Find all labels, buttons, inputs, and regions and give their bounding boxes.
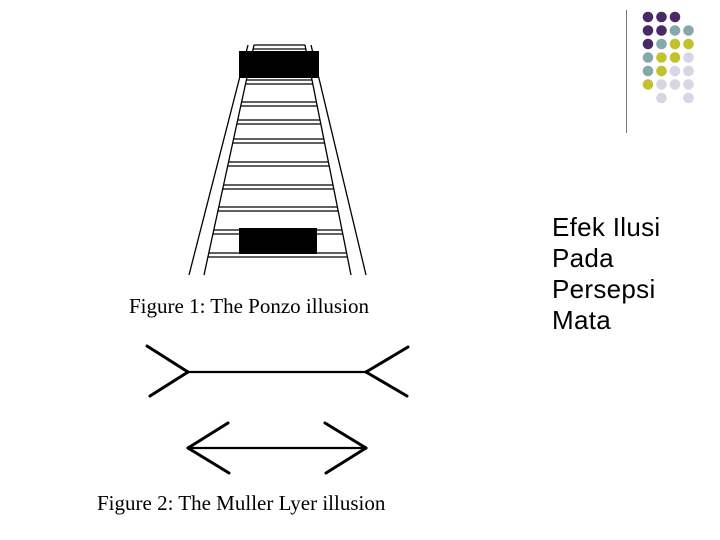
muller-lyer-top-right-fin-up	[364, 345, 410, 374]
muller-lyer-bottom-right-head-down	[324, 446, 368, 475]
decorative-dot	[642, 25, 654, 36]
decorative-dot	[656, 65, 667, 77]
ponzo-left-rail-outer	[188, 44, 249, 276]
muller-lyer-bottom-left-head-down	[186, 446, 231, 475]
muller-lyer-top-right-fin-down	[364, 370, 409, 398]
ponzo-illusion-drawing	[188, 44, 367, 276]
figure-2-caption: Figure 2: The Muller Lyer illusion	[97, 491, 386, 515]
muller-lyer-top-left-fin-up	[145, 344, 190, 374]
decorative-dot	[683, 25, 694, 36]
ponzo-right-rail-inner	[304, 44, 352, 276]
decorative-dot	[669, 79, 681, 90]
muller-lyer-bottom-right-head-up	[323, 421, 368, 450]
decorative-dot	[683, 65, 694, 77]
decorative-dot	[669, 25, 681, 36]
decorative-dot	[656, 79, 667, 90]
decorative-dot	[642, 65, 654, 77]
decorative-dot	[683, 38, 694, 50]
decorative-dot	[669, 52, 681, 63]
muller-lyer-top-left-fin-down	[148, 370, 190, 398]
decorative-dot	[642, 79, 654, 90]
decorative-dot	[683, 79, 694, 90]
decorative-vertical-line	[626, 10, 627, 133]
decorative-dot	[669, 11, 681, 23]
decorative-dot	[642, 11, 654, 23]
decorative-dot	[656, 25, 667, 36]
decorative-dot	[656, 92, 667, 104]
decorative-dot	[642, 52, 654, 63]
decorative-dot	[683, 92, 694, 104]
figure-1-caption: Figure 1: The Ponzo illusion	[129, 294, 369, 318]
decorative-dot	[669, 65, 681, 77]
decorative-dot	[656, 11, 667, 23]
ponzo-left-rail-inner	[203, 44, 255, 276]
slide-title: Efek Ilusi Pada Persepsi Mata	[552, 212, 661, 335]
muller-lyer-bottom-left-head-up	[186, 421, 230, 450]
ponzo-railway-ties	[207, 44, 348, 258]
decorative-dot	[683, 52, 694, 63]
decorative-dot	[656, 38, 667, 50]
decorative-dot	[669, 38, 681, 50]
muller-lyer-illusion-drawing	[145, 344, 410, 475]
ponzo-right-rail-outer	[310, 44, 367, 276]
decorative-dot	[642, 38, 654, 50]
ponzo-bottom-bar	[239, 228, 317, 254]
ponzo-top-bar	[239, 51, 319, 78]
decorative-dot	[656, 52, 667, 63]
